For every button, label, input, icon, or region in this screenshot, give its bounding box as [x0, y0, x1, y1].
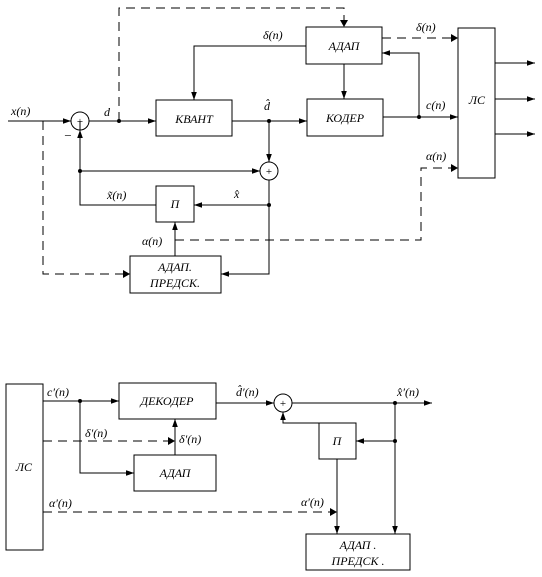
x-to-predsk-dashed [42, 121, 123, 275]
label-d-prime: d̂′(n) [236, 385, 259, 399]
decoder-ls-label: ЛС [15, 460, 33, 474]
encoder-junction-feedback [78, 169, 82, 173]
encoder-adap-predsk-label-1: АДАП. [157, 260, 192, 274]
decoder-junction-p [393, 439, 397, 443]
label-delta-top: δ(n) [263, 28, 283, 42]
decoder-sum-symbol: + [280, 398, 286, 410]
alpha-to-ls-arrowhead [451, 164, 458, 172]
delta-to-ls-arrowhead [451, 34, 458, 42]
decoder-junction-x-prime [393, 401, 397, 405]
c-to-adap-line [382, 50, 420, 117]
delta-prime-arrowhead [168, 437, 175, 445]
decoder-diagram: ЛС ДЕКОДЕР АДАП П АДАП . ПРЕДСК . + [5, 382, 432, 571]
encoder-ls-block [457, 27, 496, 179]
label-alpha-prime-2: α′(n) [301, 495, 324, 509]
alpha-prime-arrowhead [330, 508, 337, 516]
encoder-adap-block [305, 26, 383, 65]
encoder-p-label: П [170, 197, 181, 211]
decoder-ls-block [5, 383, 44, 551]
decoder-adap-predsk-label-1: АДАП . [339, 538, 377, 552]
encoder-ls-label: ЛС [468, 93, 486, 107]
encoder-junction-x-hat [267, 203, 271, 207]
label-delta-prime-2: δ′(n) [179, 432, 201, 446]
label-delta-out: δ(n) [416, 20, 436, 34]
label-x-hat: x̂ [233, 187, 240, 201]
label-delta-prime-1: δ′(n) [85, 426, 107, 440]
d-to-adap-dashed [118, 7, 345, 121]
p-to-sum-line [280, 412, 319, 424]
dekoder-block [118, 382, 217, 420]
decoder-junction-c-prime [78, 399, 82, 403]
decoder-p-block [318, 422, 357, 460]
alpha-to-ls-dashed [175, 167, 451, 241]
decoder-adap-predsk-block [305, 533, 411, 571]
encoder-sum-2-symbol: + [266, 166, 272, 178]
koder-label: КОДЕР [325, 111, 365, 125]
label-alpha-p: α(n) [142, 234, 162, 248]
encoder-sum-1-minus: − [64, 128, 71, 143]
label-x-tilde: x̃(n) [106, 188, 126, 202]
label-d: d [104, 105, 111, 119]
decoder-adap-label: АДАП [159, 466, 192, 480]
adap-to-kvant-line [191, 45, 306, 100]
kvant-block [155, 99, 233, 137]
encoder-diagram: АДАП КВАНТ КОДЕР ЛС П АДАП. ПРЕДСК. + − … [8, 7, 535, 294]
c-prime-to-adap-line [79, 401, 134, 476]
label-alpha-prime-1: α′(n) [49, 496, 72, 510]
encoder-junction-d-hat [267, 119, 271, 123]
x-hat-to-predsk-line [221, 205, 270, 277]
label-c-n: c(n) [426, 98, 445, 112]
p-feedback-line [77, 130, 156, 206]
encoder-adap-label: АДАП [328, 39, 361, 53]
label-alpha-ls: α(n) [426, 149, 446, 163]
encoder-junction-c [417, 115, 421, 119]
kvant-label: КВАНТ [174, 112, 214, 126]
encoder-adap-predsk-label-2: ПРЕДСК. [149, 276, 200, 290]
encoder-adap-predsk-block [129, 255, 222, 294]
label-d-hat: d̂ [264, 99, 271, 113]
label-c-prime: c′(n) [47, 385, 69, 399]
label-x-n: x(n) [10, 104, 30, 118]
x-to-predsk-arrowhead [123, 270, 130, 278]
dekoder-label: ДЕКОДЕР [139, 394, 194, 408]
decoder-adap-predsk-label-2: ПРЕДСК . [331, 554, 385, 568]
koder-block [306, 98, 384, 137]
decoder-p-label: П [332, 434, 343, 448]
label-x-prime: x̂′(n) [396, 385, 419, 399]
d-to-adap-arrowhead [340, 20, 348, 27]
